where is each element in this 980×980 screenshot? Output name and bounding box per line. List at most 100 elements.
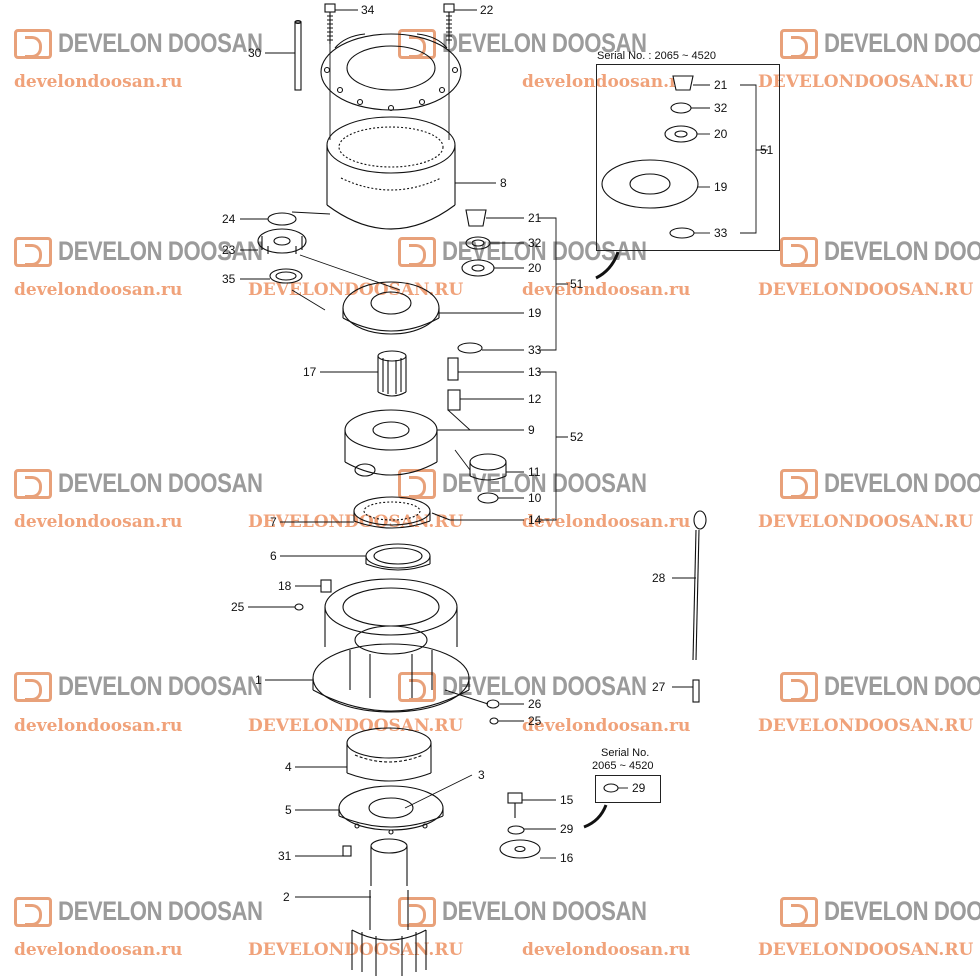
plug-25b-part xyxy=(489,717,499,725)
watermark-url: develondoosan.ru xyxy=(522,716,691,736)
serial-inset-top xyxy=(596,64,780,251)
watermark-brand: DEVELON DOOSAN xyxy=(58,28,263,58)
tube-27-part xyxy=(692,679,700,703)
callout-28: 28 xyxy=(652,571,666,585)
watermark-logo: DEVELON DOOSAN xyxy=(398,468,692,499)
brand-mark-icon xyxy=(780,236,818,267)
watermark-logo: DEVELON DOOSAN xyxy=(398,28,692,59)
pin-30-part xyxy=(294,19,302,91)
watermark-brand: DEVELON DOOSAN xyxy=(824,468,980,498)
callout-2: 2 xyxy=(283,890,290,904)
brand-mark-icon xyxy=(14,236,52,267)
callout-7: 7 xyxy=(270,515,277,529)
serial-inset-bottom xyxy=(595,775,661,803)
pin-13-part xyxy=(447,357,459,381)
callout-21: 21 xyxy=(528,211,542,225)
callout-15: 15 xyxy=(560,793,574,807)
watermark-brand: DEVELON DOOSAN xyxy=(442,896,647,926)
plug-25-part xyxy=(294,603,304,611)
callout-inset-19: 19 xyxy=(714,180,728,194)
watermark-url: develondoosan.ru xyxy=(522,512,691,532)
watermark-brand: DEVELON DOOSAN xyxy=(442,28,647,58)
brand-mark-icon xyxy=(14,28,52,59)
ring-gear-8-part xyxy=(326,116,456,230)
watermark-brand: DEVELON DOOSAN xyxy=(824,671,980,701)
cover-flange-part xyxy=(320,33,462,112)
washer-16-part xyxy=(499,839,541,859)
bolt-22-part xyxy=(443,3,455,44)
callout-29: 29 xyxy=(560,822,574,836)
leader-lines xyxy=(240,9,768,898)
watermark-brand: DEVELON DOOSAN xyxy=(824,896,980,926)
callout-10: 10 xyxy=(528,491,542,505)
brand-mark-icon xyxy=(398,896,436,927)
callout-19: 19 xyxy=(528,306,542,320)
watermark-url: develondoosan.ru xyxy=(522,72,691,92)
brand-mark-icon xyxy=(398,236,436,267)
callout-9: 9 xyxy=(528,423,535,437)
watermark-url: DEVELONDOOSAN.RU xyxy=(758,512,974,532)
callout-13: 13 xyxy=(528,365,542,379)
washer-29-part xyxy=(507,825,525,835)
watermark-url: develondoosan.ru xyxy=(14,512,183,532)
brand-mark-icon xyxy=(780,896,818,927)
watermark-url: DEVELONDOOSAN.RU xyxy=(758,716,974,736)
watermark-url: DEVELONDOOSAN.RU xyxy=(758,280,974,300)
callout-inset-29: 29 xyxy=(632,781,646,795)
callout-4: 4 xyxy=(285,760,292,774)
serial-inset-bottom-title: Serial No. xyxy=(601,747,650,759)
callout-inset-32: 32 xyxy=(714,101,728,115)
watermark-logo: DEVELON DOOSAN xyxy=(780,468,980,499)
brand-mark-icon xyxy=(780,671,818,702)
callout-inset-20: 20 xyxy=(714,127,728,141)
callout-5: 5 xyxy=(285,803,292,817)
watermark-url: DEVELONDOOSAN.RU xyxy=(248,716,464,736)
callout-31: 31 xyxy=(278,849,292,863)
watermark-logo: DEVELON DOOSAN xyxy=(780,671,980,702)
brand-mark-icon xyxy=(14,896,52,927)
watermark-logo: DEVELON DOOSAN xyxy=(780,236,980,267)
watermark-brand: DEVELON DOOSAN xyxy=(442,468,647,498)
planet-gear-11-part xyxy=(469,453,507,504)
callout-12: 12 xyxy=(528,392,542,406)
watermark-url: develondoosan.ru xyxy=(14,716,183,736)
arrow-to-inset-top xyxy=(595,251,620,280)
carrier-9-part xyxy=(344,409,438,477)
watermark-url: develondoosan.ru xyxy=(14,280,183,300)
brand-mark-icon xyxy=(14,468,52,499)
watermark-logo: DEVELON DOOSAN xyxy=(780,28,980,59)
callout-18: 18 xyxy=(278,579,292,593)
watermark-url: develondoosan.ru xyxy=(522,940,691,960)
callout-26: 26 xyxy=(528,697,542,711)
callout-labels: 34 22 30 8 24 23 35 21 32 20 51 19 33 17… xyxy=(222,3,774,904)
seal-6-part xyxy=(365,543,431,571)
bearing-7-part xyxy=(353,496,451,529)
dipstick-28-part xyxy=(692,510,707,661)
callout-51: 51 xyxy=(570,277,584,291)
plug-18-part xyxy=(320,579,332,593)
brand-mark-icon xyxy=(780,28,818,59)
callout-30: 30 xyxy=(248,46,262,60)
carrier-disk-19-part xyxy=(342,281,483,354)
bolt-34-part xyxy=(324,3,336,44)
brand-mark-icon xyxy=(398,468,436,499)
watermark-logo: DEVELON DOOSAN xyxy=(398,671,692,702)
callout-24: 24 xyxy=(222,212,236,226)
callout-6: 6 xyxy=(270,549,277,563)
inset-parts xyxy=(601,75,699,239)
callout-27: 27 xyxy=(652,680,666,694)
brand-mark-icon xyxy=(780,468,818,499)
callout-inset-33: 33 xyxy=(714,226,728,240)
callout-16: 16 xyxy=(560,851,574,865)
plug-26-part xyxy=(444,689,500,709)
callout-52: 52 xyxy=(570,430,584,444)
pinion-shaft-2-part xyxy=(351,838,427,976)
watermark-logo: DEVELON DOOSAN xyxy=(14,236,308,267)
flange-5-part xyxy=(338,785,444,835)
watermark-logo: DEVELON DOOSAN xyxy=(14,671,308,702)
callout-1: 1 xyxy=(255,673,262,687)
serial-inset-top-title: Serial No. : 2065 ~ 4520 xyxy=(597,50,716,62)
callout-inset-51: 51 xyxy=(760,143,774,157)
brand-mark-icon xyxy=(398,671,436,702)
